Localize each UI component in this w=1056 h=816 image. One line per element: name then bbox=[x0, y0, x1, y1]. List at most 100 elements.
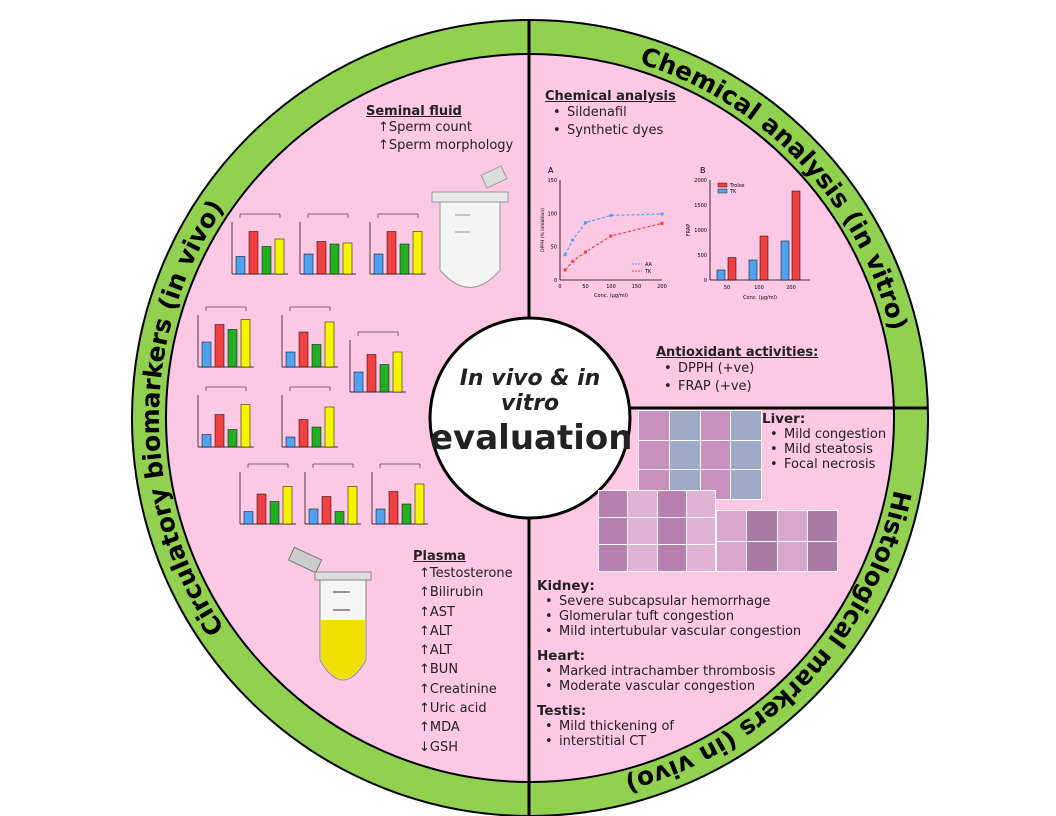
antioxidant-title: Antioxidant activities: bbox=[656, 345, 819, 360]
kidney-title: Kidney: bbox=[537, 578, 595, 594]
bullet: • bbox=[770, 457, 778, 472]
mini-bar bbox=[353, 371, 364, 393]
seminal-section: Seminal fluid ↑Sperm count ↑Sperm morpho… bbox=[366, 104, 513, 155]
data-point bbox=[563, 253, 567, 257]
testis-histology-images bbox=[716, 510, 838, 572]
histology-image bbox=[628, 545, 657, 571]
histology-image bbox=[657, 518, 686, 544]
x-tick-label: 0 bbox=[558, 284, 561, 290]
y-axis-label: DPPH (% inhibition) bbox=[540, 208, 546, 252]
legend-label: TK bbox=[729, 189, 737, 195]
mini-bar bbox=[248, 231, 259, 275]
y-axis-label: FRAP bbox=[686, 224, 692, 237]
list-item: • Severe subcapsular hemorrhage bbox=[537, 594, 801, 609]
item-text: Severe subcapsular hemorrhage bbox=[559, 594, 771, 609]
data-point bbox=[660, 221, 664, 225]
mini-chart bbox=[197, 306, 254, 368]
x-tick-label: 100 bbox=[606, 284, 616, 290]
histology-image bbox=[669, 440, 700, 470]
item-text: Sildenafil bbox=[567, 105, 627, 120]
y-tick-label: 50 bbox=[551, 245, 557, 251]
mini-chart bbox=[304, 463, 361, 525]
mini-bar bbox=[342, 242, 353, 275]
mini-bar bbox=[412, 231, 423, 275]
bar-Trolox bbox=[791, 190, 801, 281]
item-text: Synthetic dyes bbox=[567, 123, 664, 138]
data-point bbox=[584, 221, 587, 225]
mini-bar bbox=[308, 508, 319, 525]
legend-label: AA bbox=[645, 262, 653, 268]
mini-bar bbox=[386, 231, 397, 275]
histology-image bbox=[777, 541, 807, 571]
blood-tube-icon bbox=[287, 546, 372, 681]
mini-bar bbox=[269, 501, 280, 525]
significance-bracket bbox=[357, 331, 399, 336]
testis-section: Testis:•Mild thickening of•interstitial … bbox=[537, 703, 674, 749]
bullet: • bbox=[545, 719, 553, 734]
significance-bracket bbox=[239, 213, 281, 218]
mini-bar bbox=[235, 256, 246, 275]
panel-label: A bbox=[548, 166, 554, 175]
mini-bar bbox=[214, 324, 225, 368]
list-item: ↑MDA bbox=[419, 720, 460, 736]
histology-image bbox=[700, 411, 731, 440]
list-item: ↑Bilirubin bbox=[419, 585, 484, 601]
item-text: Focal necrosis bbox=[784, 457, 876, 472]
mini-bar bbox=[399, 243, 410, 275]
mini-bar bbox=[303, 253, 314, 275]
bullet: • bbox=[770, 442, 778, 457]
data-point bbox=[609, 234, 613, 238]
testis-title: Testis: bbox=[537, 703, 587, 719]
mini-chart bbox=[299, 213, 356, 275]
list-item: •Marked intrachamber thrombosis bbox=[537, 664, 775, 679]
histology-image bbox=[807, 511, 837, 541]
list-item: • Focal necrosis bbox=[762, 457, 886, 472]
mini-bar bbox=[392, 351, 403, 393]
histology-image bbox=[717, 541, 747, 571]
significance-bracket bbox=[379, 463, 421, 468]
significance-bracket bbox=[377, 213, 419, 218]
list-item: ↑AST bbox=[419, 604, 455, 620]
panel-label: B bbox=[700, 166, 706, 175]
chemical-list: •Sildenafil •Synthetic dyes bbox=[545, 104, 676, 140]
seminal-title: Seminal fluid bbox=[366, 104, 462, 119]
chemical-title: Chemical analysis bbox=[545, 89, 676, 104]
data-point bbox=[571, 259, 575, 263]
mini-bar bbox=[240, 404, 251, 448]
chemical-section: Chemical analysis •Sildenafil •Synthetic… bbox=[545, 89, 676, 140]
list-item: •DPPH (+ve) bbox=[664, 361, 755, 376]
mini-bar bbox=[401, 503, 412, 525]
mini-bar bbox=[366, 354, 377, 393]
seminal-list: ↑Sperm count ↑Sperm morphology bbox=[366, 119, 513, 155]
mini-bar bbox=[375, 508, 386, 525]
mini-bar bbox=[256, 493, 267, 525]
mini-bar bbox=[243, 511, 254, 525]
significance-bracket bbox=[205, 306, 247, 311]
kidney-section: Kidney:•Severe subcapsular hemorrhage•Gl… bbox=[537, 578, 801, 639]
list-item: ↓GSH bbox=[419, 739, 458, 755]
histology-image bbox=[599, 518, 628, 544]
data-point bbox=[563, 268, 567, 272]
mini-bar bbox=[298, 331, 309, 368]
x-tick-label: 200 bbox=[786, 285, 796, 291]
mini-bar bbox=[201, 341, 212, 368]
mini-bar bbox=[311, 344, 322, 368]
bar-TK bbox=[780, 240, 790, 281]
list-item: ↑ALT bbox=[419, 643, 453, 659]
mini-chart bbox=[281, 386, 338, 448]
list-item: ↑Uric acid bbox=[419, 701, 487, 717]
plasma-list: ↑Testosterone↑Bilirubin↑AST↑ALT↑ALT↑BUN↑… bbox=[413, 564, 513, 757]
plasma-section: Plasma ↑Testosterone↑Bilirubin↑AST↑ALT↑A… bbox=[413, 549, 513, 757]
mini-bar bbox=[321, 496, 332, 525]
kidney-histology-images bbox=[598, 490, 716, 572]
histology-image bbox=[747, 541, 777, 571]
mini-chart bbox=[371, 463, 428, 525]
significance-bracket bbox=[289, 386, 331, 391]
bar-TK bbox=[748, 259, 758, 281]
significance-bracket bbox=[312, 463, 354, 468]
item-text: DPPH (+ve) bbox=[678, 361, 755, 376]
bullet: • bbox=[545, 594, 553, 609]
bar-TK bbox=[716, 269, 726, 281]
histology-image bbox=[657, 545, 686, 571]
